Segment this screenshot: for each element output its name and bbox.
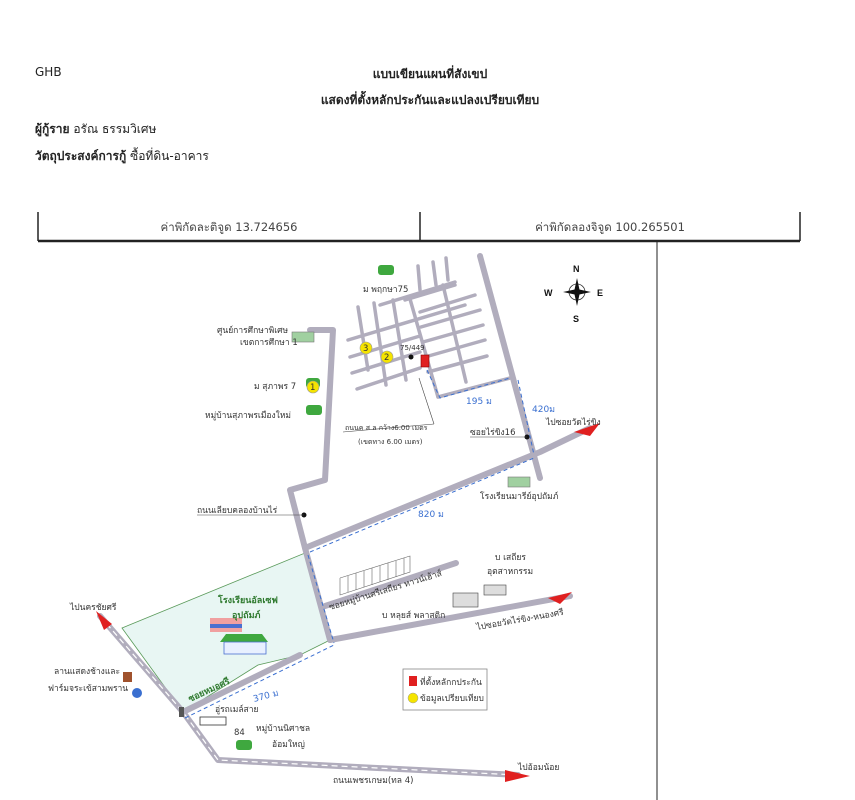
svg-text:W: W <box>544 288 553 298</box>
label-house-number: 75/449 <box>400 344 425 352</box>
label-supaporn-new: หมู่บ้านสุภาพรเมืองใหม่ <box>205 410 291 421</box>
label-bus-number: 84 <box>234 728 245 738</box>
label-joseph-school: โรงเรียนอัลเซฟ <box>217 594 278 606</box>
label-mary-school: โรงเรียนมารีย์อุปถัมภ์ <box>480 491 559 502</box>
label-elephant: ลานแสดงช้างและ <box>54 666 120 677</box>
bus-icon <box>199 716 227 726</box>
school-icon <box>507 476 531 488</box>
purpose-field: วัตถุประสงค์การกู้ ซื้อที่ดิน-อาคาร <box>35 147 209 166</box>
arrow-nakhon-chaisri-icon <box>96 611 112 630</box>
label-dist-195: 195 ม <box>466 397 492 407</box>
roads <box>97 253 593 778</box>
longitude-value: ค่าพิกัดลองจิจูด 100.265501 <box>535 220 685 234</box>
label-om-yai: อ้อมใหญ่ <box>272 739 305 750</box>
label-dist-420: 420ม <box>532 405 555 415</box>
arrow-om-noi-icon <box>505 770 530 782</box>
pin-dot-icon <box>408 354 414 360</box>
comparison-marker-2: 2 <box>380 350 394 364</box>
title-line-2: แสดงที่ตั้งหลักประกันและแปลงเปรียบเทียบ <box>320 93 540 107</box>
traffic-light-icon <box>179 707 184 717</box>
label-dist-370: 370 ม <box>252 688 280 704</box>
legend-comparison-swatch <box>407 692 419 704</box>
label-to-wat-raikhing: ไปซอยวัดไร่ขิง <box>545 417 601 428</box>
arrow-raikhing-icon <box>574 423 600 436</box>
legend-collateral-swatch <box>409 676 417 686</box>
legend-collateral-label: ที่ตั้งหลักกประกัน <box>420 676 482 688</box>
label-soi-raikhing16: ซอยไร่ขิง16 <box>470 427 515 438</box>
village-icon <box>378 265 394 275</box>
title-line-1: แบบเขียนแผนที่สังเขป <box>372 67 488 81</box>
arrow-raikhing-nongsri-icon <box>548 592 572 604</box>
label-townhouse-soi: ซอยหมู่บ้านศรีเสถียร ทาวน์เฮ้าส์ <box>328 568 444 613</box>
village-icon <box>306 405 322 415</box>
svg-text:3: 3 <box>363 344 368 354</box>
label-dist-820: 820 ม <box>418 510 444 520</box>
latitude-value: ค่าพิกัดละติจูด 13.724656 <box>160 220 298 234</box>
label-supaporn7: ม สุภาพร 7 <box>254 382 296 392</box>
compass-rose: N S E W <box>544 264 603 324</box>
distance-lines <box>184 369 535 719</box>
townhouse-icon <box>339 555 411 596</box>
borrower-field: ผู้กู้ราย อรัณ ธรรมวิเศษ <box>35 120 156 139</box>
map-legend: ที่ตั้งหลักกประกัน ข้อมูลเปรียบเทียบ <box>402 668 488 711</box>
label-canal-road: ถนนเลียบคลองบ้านไร่ <box>197 505 278 516</box>
purpose-value: ซื้อที่ดิน-อาคาร <box>130 149 209 163</box>
svg-text:S: S <box>573 314 579 324</box>
label-special-ed: ศูนย์การศึกษาพิเศษ <box>217 325 288 336</box>
svg-text:N: N <box>573 264 580 274</box>
svg-text:2: 2 <box>384 353 389 363</box>
school-icon <box>291 331 315 343</box>
coordinate-table-frame <box>37 212 801 800</box>
borrower-value: อรัณ ธรรมวิเศษ <box>73 122 157 136</box>
label-phetkasem: ถนนเพชรเกษม(ทล 4) <box>333 776 413 786</box>
svg-text:E: E <box>597 288 603 298</box>
label-sathian: บ เสถียร <box>495 552 526 563</box>
collateral-marker <box>420 354 430 368</box>
joseph-school-icon <box>210 618 268 655</box>
label-crocodile-farm: ฟาร์มจระเข้สามพราน <box>48 683 128 694</box>
legend-comparison-label: ข้อมูลเปรียบเทียบ <box>420 693 484 704</box>
label-road-width: ถนนค ส ล กว้าง6.00 เมตร <box>345 424 428 432</box>
gas-station-icon <box>132 688 142 698</box>
comparison-marker-1: 1 <box>306 380 320 394</box>
label-sathian-industry: อุตสาหกรรม <box>487 567 533 577</box>
elephant-farm-icon <box>123 672 132 682</box>
borrower-label: ผู้กู้ราย <box>35 122 70 136</box>
direction-arrows <box>96 423 600 782</box>
label-special-ed-zone: เขตการศึกษา 1 <box>240 338 298 348</box>
brand-label: GHB <box>35 65 62 79</box>
svg-text:1: 1 <box>310 383 315 393</box>
purpose-label: วัตถุประสงค์การกู้ <box>35 149 127 163</box>
label-to-nakhon-chaisri: ไปนครชัยศรี <box>69 602 117 613</box>
label-pruksa: ม พฤกษา75 <box>363 285 408 295</box>
label-road-reserve: (เขตทาง 6.00 เมตร) <box>358 438 423 446</box>
label-bus-depot: อู่รถเมล์สาย <box>215 704 258 715</box>
label-nisachon: หมู่บ้านนิศาชล <box>256 723 310 734</box>
label-joseph-school-2: อุปถัมภ์ <box>232 609 261 621</box>
label-louis-plastic: บ หลุยส์ พลาสติก <box>382 610 445 621</box>
label-to-om-noi: ไปอ้อมน้อย <box>517 762 559 773</box>
village-icon <box>236 740 252 750</box>
comparison-marker-3: 3 <box>359 341 373 355</box>
factory-icon <box>452 584 507 608</box>
